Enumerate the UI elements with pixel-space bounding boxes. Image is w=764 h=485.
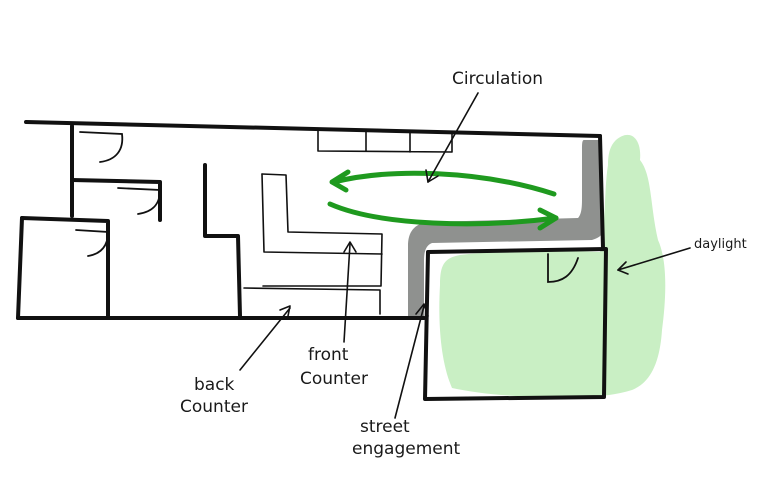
room-wall-c [20, 216, 110, 318]
daylight-zone [439, 134, 666, 397]
back-counter-leader-head [279, 305, 291, 317]
top-wall [24, 120, 602, 138]
daylight-leader [617, 247, 691, 271]
door-swing-3 [75, 229, 109, 257]
circulation-label: Circulation [452, 69, 543, 89]
room-wall-d [16, 216, 24, 320]
front-counter-leader [343, 243, 351, 343]
front-counter-leader-head [343, 241, 357, 253]
back-counter-label-line1: back [194, 375, 235, 395]
street-engagement-zone [408, 140, 602, 316]
daylight-leader-head [617, 261, 629, 275]
circulation-leader-head [425, 169, 439, 183]
door-swing-2 [117, 187, 161, 215]
right-wall-upper [598, 134, 605, 250]
street-engagement-leader-head [415, 303, 429, 317]
corridor-wall [203, 163, 242, 318]
room-wall-b [70, 178, 162, 222]
daylight-label: daylight [694, 237, 747, 252]
front-counter-label-line1: front [308, 345, 349, 365]
street-engagement-label-line1: street [360, 417, 410, 437]
circulation-loop-bottom [327, 201, 559, 227]
street-engagement-leader [394, 305, 425, 419]
top-shelving [317, 128, 453, 153]
back-counter-label-line2: Counter [180, 397, 248, 417]
circulation-arrowhead-left [329, 169, 351, 193]
storefront-wall [423, 247, 608, 401]
front-counter-inner [261, 173, 383, 255]
door-swing-1 [79, 131, 124, 163]
door-swing-4 [547, 253, 579, 283]
street-engagement-label-line2: engagement [352, 439, 460, 459]
circulation-loop-top [331, 170, 557, 197]
circulation-leader [427, 92, 479, 183]
back-counter [243, 287, 381, 315]
front-counter [261, 173, 383, 287]
circulation-arrowhead-right [537, 207, 559, 231]
back-counter-leader [239, 307, 291, 371]
front-counter-label-line2: Counter [300, 369, 368, 389]
